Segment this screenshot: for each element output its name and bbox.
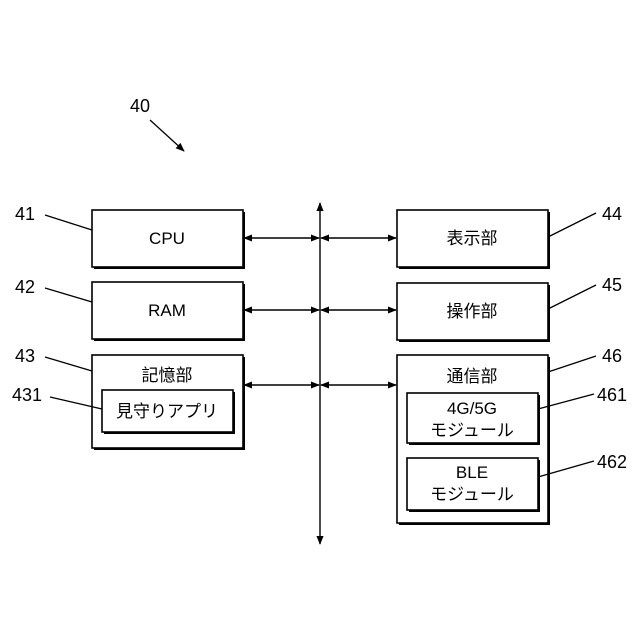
ble-module-line-2: モジュール [430,485,514,504]
ble-module-ref-label: 462 [597,452,627,472]
ram-leader-line [45,288,92,302]
ram-label: RAM [148,301,186,320]
storage-ref-label: 43 [15,346,35,366]
ram-ref-label: 42 [15,277,35,297]
operation-leader-line [548,285,596,309]
ble-module-line-1: BLE [456,463,488,482]
communication-ref-label: 46 [602,346,622,366]
communication-leader-line [548,356,596,372]
display-leader-line [548,213,596,237]
operation-label: 操作部 [447,302,498,321]
cpu-leader-line [45,215,92,230]
figure-pointer-arrow [150,120,184,151]
storage-leader-line [45,357,92,371]
cpu-ref-label: 41 [15,204,35,224]
storage-label: 記憶部 [142,366,193,385]
cellular-module-line-2: モジュール [430,421,514,440]
figure-ref-label: 40 [130,96,150,116]
cellular-module-ref-label: 461 [597,385,627,405]
operation-ref-label: 45 [602,275,622,295]
display-ref-label: 44 [602,204,622,224]
cpu-label: CPU [149,229,185,248]
display-label: 表示部 [447,229,498,248]
watch-app-label: 見守りアプリ [116,402,218,421]
watch-app-ref-label: 431 [12,385,42,405]
cellular-module-line-1: 4G/5G [447,399,497,418]
communication-label: 通信部 [447,367,498,386]
